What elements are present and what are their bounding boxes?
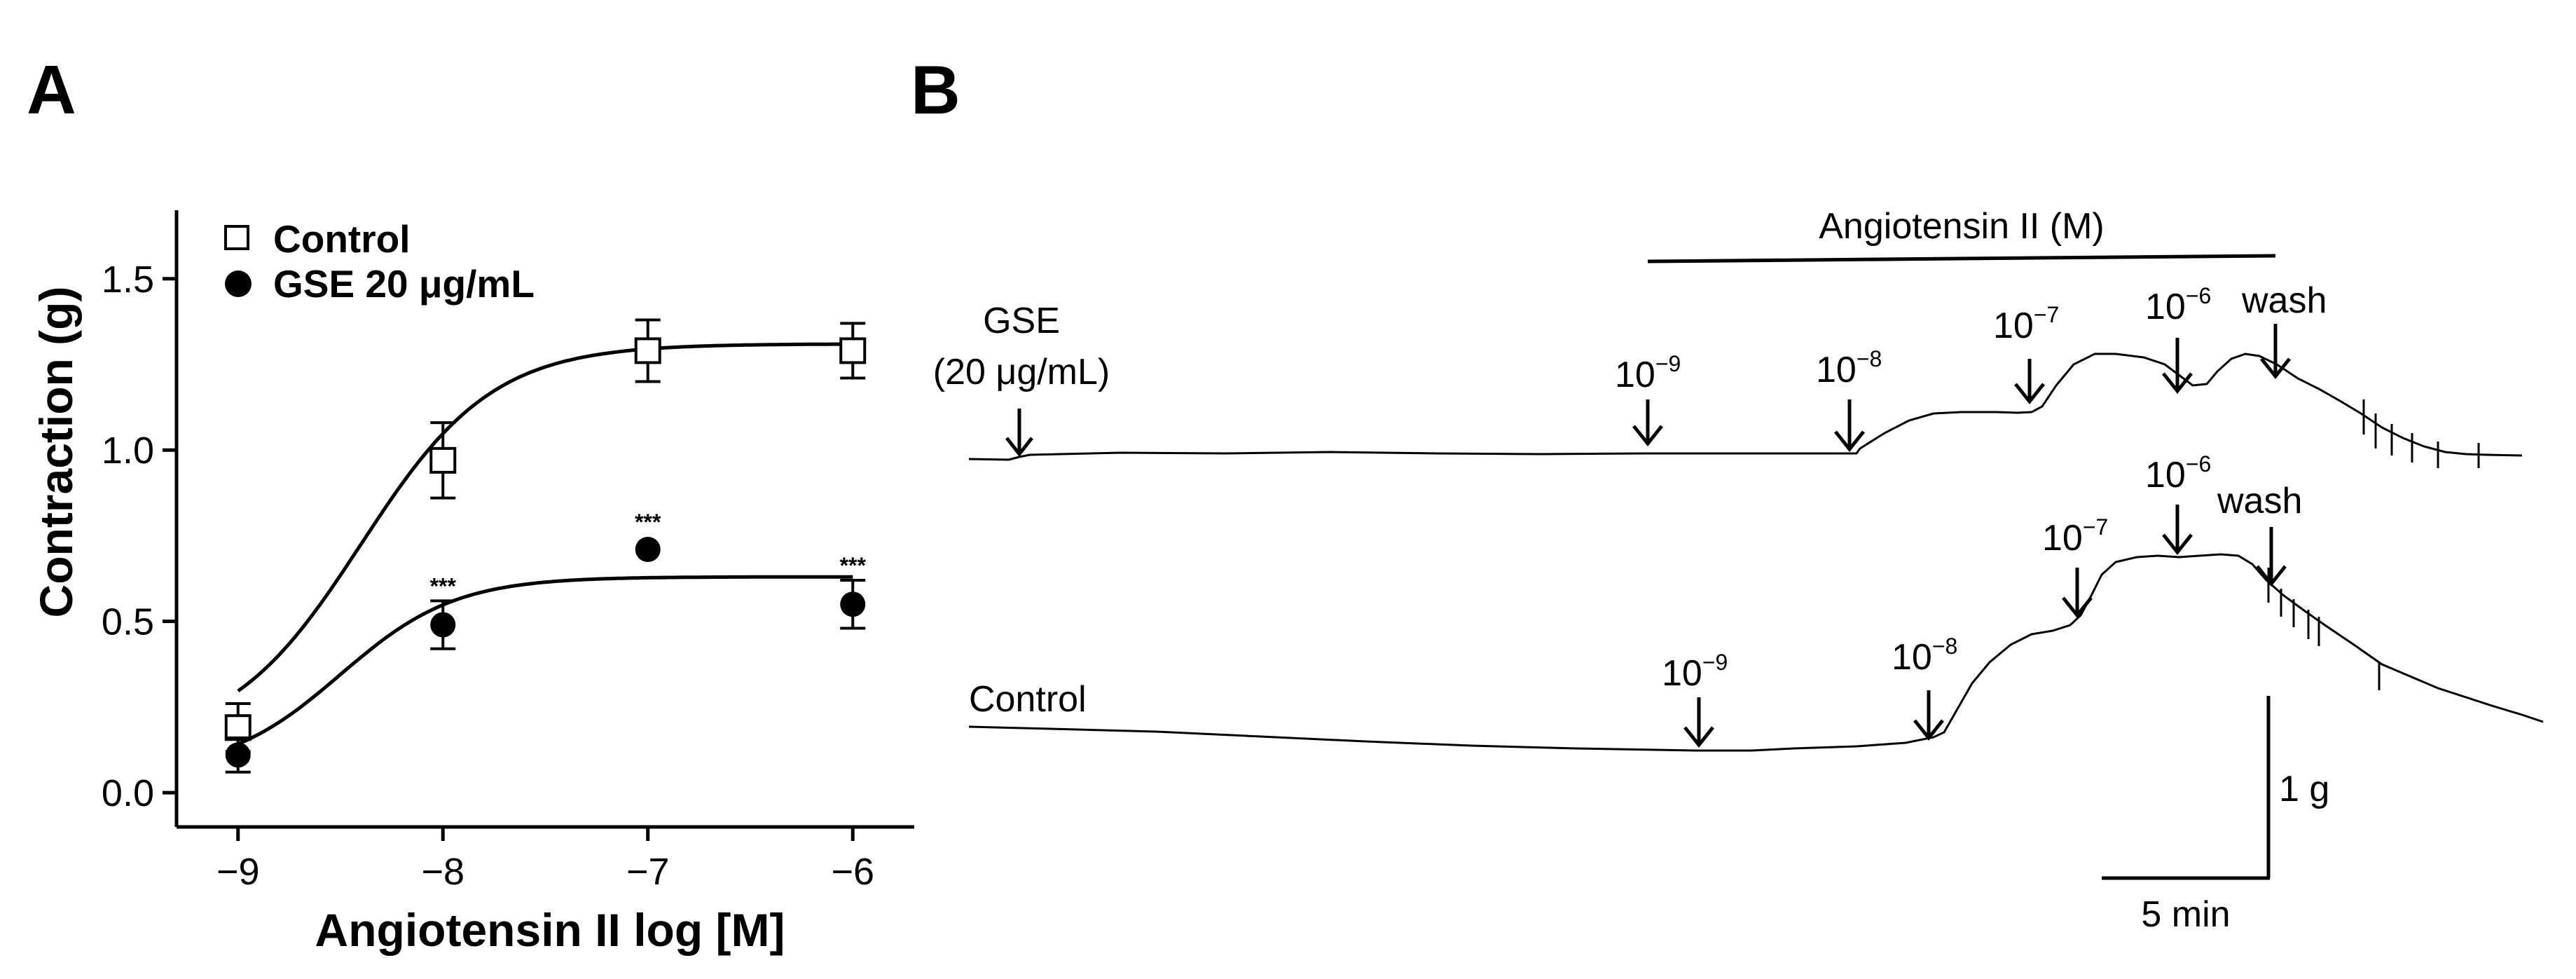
gse-arrow-1e-6 [2162, 338, 2193, 395]
y-axis-label: Contraction (g) [30, 287, 82, 618]
gse-trace-label-line2: (20 μg/mL) [933, 352, 1110, 392]
y-tick-label: 0.5 [102, 601, 154, 643]
data-point-gse [430, 612, 456, 638]
legend-label-gse: GSE 20 μg/mL [273, 262, 535, 306]
y-tick-label: 0.0 [102, 772, 154, 814]
control-conc-label-1e-9: 10−9 [1662, 650, 1728, 694]
gse-arrow-wash [2260, 324, 2291, 380]
gse-conc-label-1e-6: 10−6 [2145, 283, 2211, 327]
gse-trace [968, 352, 2523, 461]
dose-response-chart: −9 −8 −7 −6 0.0 0.5 1.0 1.5 *** *** *** Angiotens… [30, 210, 914, 956]
panel-b-letter: B [911, 51, 960, 128]
gse-wash-label: wash [2241, 280, 2327, 321]
gse-conc-label-1e-9: 10−9 [1615, 351, 1681, 395]
gse-application-arrow [1005, 409, 1033, 458]
significance-marker: *** [430, 573, 457, 598]
gse-conc-labels: 10−9 10−8 10−7 10−6 wash [1615, 280, 2327, 395]
gse-trace-label-line1: GSE [983, 301, 1060, 341]
control-trace [968, 553, 2544, 752]
data-point-control [224, 714, 252, 741]
y-tick-label: 1.0 [102, 430, 154, 472]
gse-trace-stim-artifacts [2362, 399, 2480, 468]
x-tick-label: −6 [831, 851, 874, 893]
gse-conc-label-1e-7: 10−7 [1993, 302, 2059, 346]
control-conc-labels: 10−9 10−8 10−7 10−6 wash [1662, 451, 2302, 694]
significance-marker: *** [635, 509, 661, 535]
control-conc-label-1e-7: 10−7 [2042, 514, 2108, 559]
control-arrow-1e-7 [2062, 568, 2093, 619]
gse-arrow-1e-8 [1834, 399, 1865, 453]
gse-arrow-1e-9 [1632, 399, 1663, 447]
control-trace-stim-artifacts [2267, 568, 2381, 690]
legend-marker-control [224, 225, 249, 250]
control-conc-label-1e-6: 10−6 [2145, 451, 2211, 495]
scale-bar-y-label: 1 g [2279, 769, 2329, 809]
panel-a-letter: A [27, 51, 76, 128]
data-point-control [429, 446, 457, 474]
x-tick-label: −7 [626, 851, 670, 893]
tension-traces: Angiotensin II (M) GSE (20 μg/mL) Contro… [933, 206, 2544, 935]
x-tick-label: −8 [421, 851, 464, 893]
gse-conc-label-1e-8: 10−8 [1816, 346, 1882, 390]
control-arrow-wash [2256, 527, 2287, 587]
fit-curve-gse [237, 575, 853, 746]
data-point-gse [840, 591, 866, 617]
data-point-control [634, 337, 661, 364]
x-axis-label: Angiotensin II log [M] [315, 904, 785, 956]
gse-arrow-1e-7 [2014, 359, 2045, 405]
control-arrow-1e-6 [2162, 505, 2193, 556]
control-conc-arrows [1683, 505, 2287, 748]
scale-bar-x-label: 5 min [2141, 894, 2230, 935]
data-point-gse [225, 742, 251, 768]
control-arrow-1e-9 [1683, 697, 1714, 748]
legend-marker-gse [225, 271, 252, 297]
control-arrow-1e-8 [1913, 690, 1944, 741]
scale-bar [2102, 696, 2271, 880]
fit-curve-control [237, 342, 853, 693]
x-tick-label: −9 [216, 851, 260, 893]
control-trace-label: Control [969, 679, 1087, 720]
gse-conc-arrows [1632, 324, 2291, 453]
legend-label-control: Control [273, 217, 411, 261]
angiotensin-bar [1647, 254, 2276, 263]
data-point-control [839, 337, 867, 364]
significance-marker: *** [840, 553, 867, 578]
angiotensin-bar-label: Angiotensin II (M) [1819, 206, 2105, 247]
y-tick-label: 1.5 [102, 259, 154, 301]
control-wash-label: wash [2217, 481, 2302, 521]
legend: Control GSE 20 μg/mL [224, 217, 535, 306]
control-conc-label-1e-8: 10−8 [1892, 634, 1957, 678]
data-point-gse [635, 537, 661, 562]
